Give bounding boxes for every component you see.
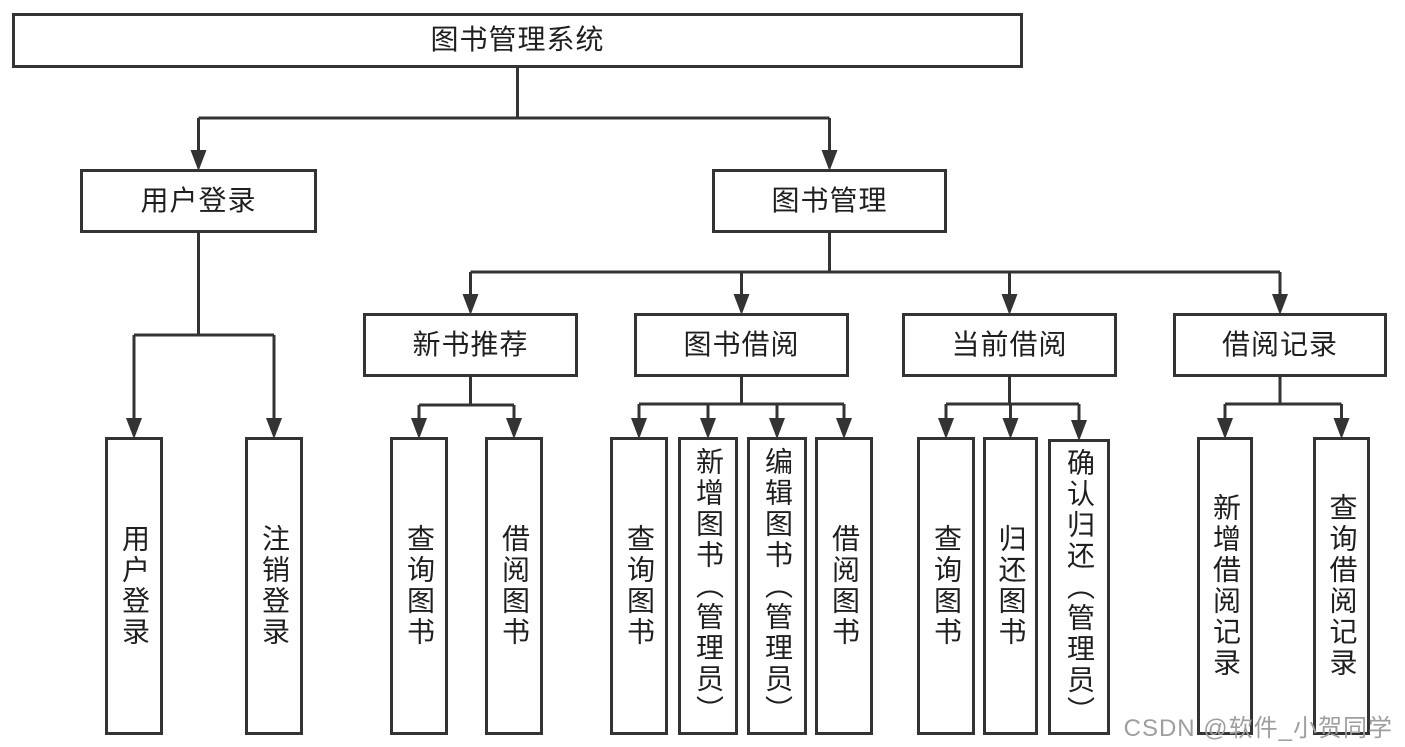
node-label-leaf-br-add: 新增借阅记录 bbox=[1210, 493, 1241, 679]
node-label-leaf-cb-return: 归还图书 bbox=[995, 524, 1027, 648]
node-book-borrow: 图书借阅 bbox=[634, 313, 849, 377]
node-label-new-book-rec: 新书推荐 bbox=[412, 328, 529, 360]
node-label-leaf-br-query: 查询借阅记录 bbox=[1326, 493, 1358, 679]
node-label-borrow-records: 借阅记录 bbox=[1221, 328, 1338, 360]
node-root: 图书管理系统 bbox=[12, 13, 1023, 68]
node-leaf-bb-borrow: 借阅图书 bbox=[815, 437, 873, 735]
node-leaf-br-add: 新增借阅记录 bbox=[1197, 437, 1253, 735]
node-leaf-cb-query: 查询图书 bbox=[917, 437, 975, 735]
node-leaf-nbr-borrow: 借阅图书 bbox=[485, 437, 543, 735]
node-label-leaf-bb-borrow: 借阅图书 bbox=[829, 524, 860, 648]
node-book-mgmt: 图书管理 bbox=[712, 169, 947, 233]
watermark: CSDN @软件_小贺同学 bbox=[1123, 715, 1393, 742]
node-label-leaf-nbr-borrow: 借阅图书 bbox=[499, 524, 530, 648]
node-leaf-logout: 注销登录 bbox=[245, 437, 303, 735]
node-leaf-br-query: 查询借阅记录 bbox=[1313, 437, 1370, 735]
node-label-leaf-cb-confirm: 确认归还（管理员） bbox=[1064, 447, 1095, 727]
node-leaf-bb-edit: 编辑图书（管理员） bbox=[747, 437, 807, 735]
node-user-login: 用户登录 bbox=[80, 169, 317, 233]
node-leaf-cb-confirm: 确认归还（管理员） bbox=[1048, 439, 1110, 735]
node-label-leaf-bb-add: 新增图书（管理员） bbox=[693, 446, 724, 726]
node-new-book-rec: 新书推荐 bbox=[363, 313, 578, 377]
node-leaf-user-login: 用户登录 bbox=[105, 437, 163, 735]
node-current-borrow: 当前借阅 bbox=[902, 313, 1117, 377]
node-label-leaf-user-login: 用户登录 bbox=[119, 524, 150, 648]
node-label-book-borrow: 图书借阅 bbox=[683, 328, 800, 360]
node-leaf-cb-return: 归还图书 bbox=[983, 437, 1038, 735]
node-label-book-mgmt: 图书管理 bbox=[771, 184, 888, 216]
node-leaf-nbr-query: 查询图书 bbox=[390, 437, 448, 735]
node-label-root: 图书管理系统 bbox=[430, 24, 605, 56]
node-label-leaf-logout: 注销登录 bbox=[259, 524, 290, 648]
node-label-leaf-cb-query: 查询图书 bbox=[931, 524, 962, 648]
node-label-user-login: 用户登录 bbox=[140, 184, 257, 216]
node-label-leaf-nbr-query: 查询图书 bbox=[404, 524, 435, 648]
node-label-leaf-bb-edit: 编辑图书（管理员） bbox=[762, 446, 793, 726]
node-label-current-borrow: 当前借阅 bbox=[951, 328, 1068, 360]
node-borrow-records: 借阅记录 bbox=[1173, 313, 1387, 377]
node-leaf-bb-query: 查询图书 bbox=[610, 437, 668, 735]
node-label-leaf-bb-query: 查询图书 bbox=[624, 524, 655, 648]
node-leaf-bb-add: 新增图书（管理员） bbox=[678, 437, 738, 735]
